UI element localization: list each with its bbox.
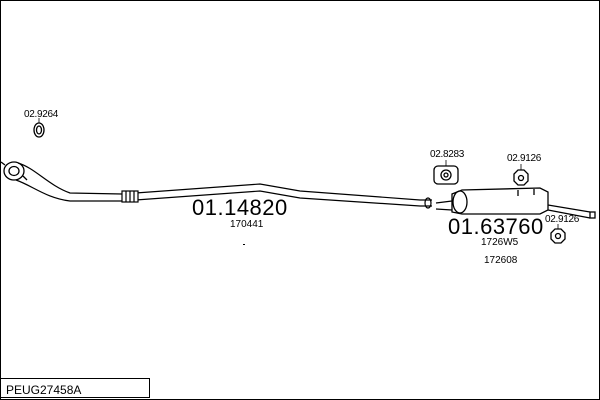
reference-code: PEUG27458A <box>6 383 82 397</box>
front-flange-icon <box>0 161 28 181</box>
oem-number-label: 170441 <box>230 219 264 230</box>
reference-box: PEUG27458A <box>0 378 150 398</box>
oem-number-label: 1726W5 <box>481 237 519 248</box>
oem-number-label: 172608 <box>484 255 518 266</box>
clamp-ring-icon <box>33 122 45 138</box>
leader-lines <box>38 118 559 229</box>
part-code-label: 02.9264 <box>24 109 59 120</box>
hanger-icon <box>550 228 566 244</box>
part-code-label: 02.8283 <box>430 149 465 160</box>
part-code-label: 02.9126 <box>545 214 580 225</box>
part-code-label: 01.63760 <box>448 214 544 239</box>
stray-dot <box>243 244 245 245</box>
rubber-mount-icon <box>433 165 459 185</box>
hanger-icon <box>513 169 529 186</box>
part-code-label: 01.14820 <box>192 195 288 220</box>
rear-silencer <box>435 187 596 219</box>
front-pipe <box>15 162 432 209</box>
part-code-label: 02.9126 <box>507 153 542 164</box>
